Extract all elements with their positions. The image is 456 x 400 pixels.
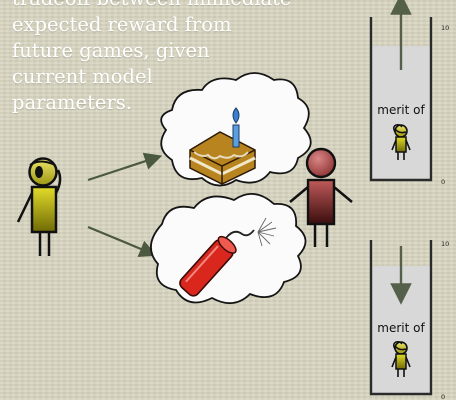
caption-line: current model	[12, 65, 153, 88]
arrow-to-cake	[87, 152, 163, 182]
yellow-thinking-figure-icon	[16, 157, 62, 256]
merit-meter-bottom: merit of 10 0	[369, 240, 449, 400]
arrow-to-dynamite	[87, 225, 158, 258]
caption-line: expected reward from	[12, 13, 232, 36]
meter-label: merit of	[377, 103, 425, 117]
red-figure-icon	[289, 147, 353, 247]
meter-label: merit of	[377, 321, 425, 335]
caption-line: future games, given	[12, 39, 210, 62]
thought-bubble-dynamite-icon	[150, 193, 307, 304]
meter-top-tick: 10	[441, 24, 449, 32]
meter-bottom-tick: 0	[441, 178, 445, 186]
meter-bottom-tick: 0	[441, 393, 445, 400]
meter-top-tick: 10	[441, 240, 449, 248]
caption-text: tradeoff between immediate expected rewa…	[12, 0, 291, 116]
merit-meter-top: merit of 10 0	[369, 0, 449, 186]
caption-line: parameters.	[12, 91, 132, 114]
thought-bubble-cake-icon	[160, 72, 312, 187]
caption-line: tradeoff between immediate	[12, 0, 291, 12]
